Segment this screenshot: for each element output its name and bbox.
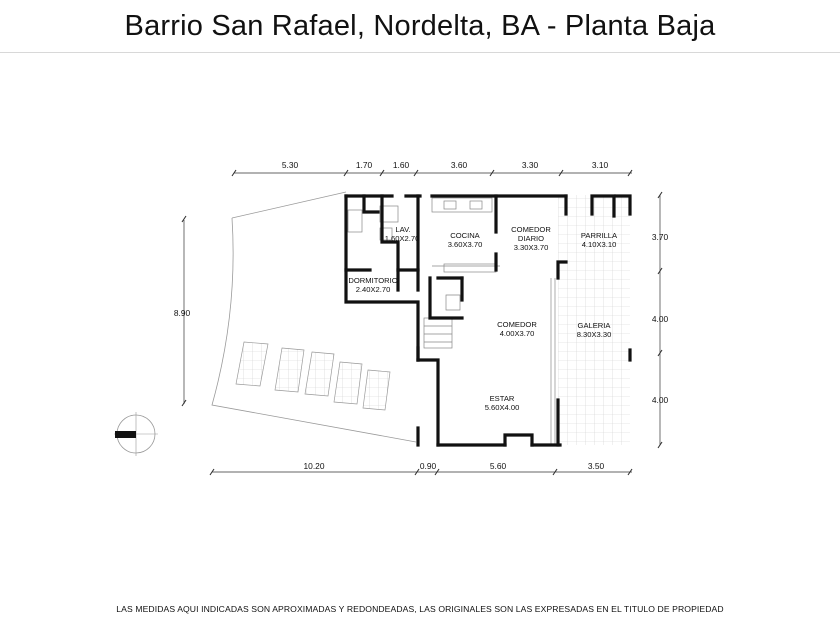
room-cocina-name: COCINA xyxy=(450,231,480,240)
room-cocina-size: 3.60X3.70 xyxy=(448,240,483,249)
dim-right-1: 3.70 xyxy=(652,232,669,242)
room-lav-name: LAV. xyxy=(395,225,410,234)
dim-top-5: 3.30 xyxy=(522,160,539,170)
room-lav-size: 1.60X2.70 xyxy=(385,234,420,243)
dim-bottom-4: 3.50 xyxy=(588,461,605,471)
dimension-ticks xyxy=(181,169,663,476)
room-estar-name: ESTAR xyxy=(490,394,515,403)
dim-right-2: 4.00 xyxy=(652,314,669,324)
dim-left: 8.90 xyxy=(174,308,191,318)
walls xyxy=(344,194,632,447)
dim-top-1: 5.30 xyxy=(282,160,299,170)
dim-bottom-2: 0.90 xyxy=(420,461,437,471)
parking-pavers xyxy=(235,341,391,411)
room-parrilla-size: 4.10X3.10 xyxy=(582,240,617,249)
dim-bottom-3: 5.60 xyxy=(490,461,507,471)
room-comedor-diario-name2: DIARIO xyxy=(518,234,544,243)
disclaimer-footer: LAS MEDIDAS AQUI INDICADAS SON APROXIMAD… xyxy=(116,604,724,614)
dim-top-3: 1.60 xyxy=(393,160,410,170)
dim-right-3: 4.00 xyxy=(652,395,669,405)
title-divider xyxy=(0,52,840,53)
room-galeria-size: 8.30X3.30 xyxy=(577,330,612,339)
room-comedor-diario-name: COMEDOR xyxy=(511,225,551,234)
room-estar-size: 5.60X4.00 xyxy=(485,403,520,412)
page-title: Barrio San Rafael, Nordelta, BA - Planta… xyxy=(124,10,716,42)
room-dormitorio-name: DORMITORIO xyxy=(348,276,397,285)
room-comedor-name: COMEDOR xyxy=(497,320,537,329)
dim-bottom-1: 10.20 xyxy=(304,461,325,471)
room-parrilla-name: PARRILLA xyxy=(581,231,618,240)
dim-top-6: 3.10 xyxy=(592,160,609,170)
dim-top-4: 3.60 xyxy=(451,160,468,170)
dim-top-2: 1.70 xyxy=(356,160,373,170)
room-comedor-diario-size: 3.30X3.70 xyxy=(514,243,549,252)
north-arrow-icon xyxy=(114,412,158,456)
room-comedor-size: 4.00X3.70 xyxy=(500,329,535,338)
room-galeria-name: GALERIA xyxy=(578,321,612,330)
lot-outline xyxy=(211,191,417,443)
dimension-lines xyxy=(183,172,661,473)
room-dormitorio-size: 2.40X2.70 xyxy=(356,285,391,294)
